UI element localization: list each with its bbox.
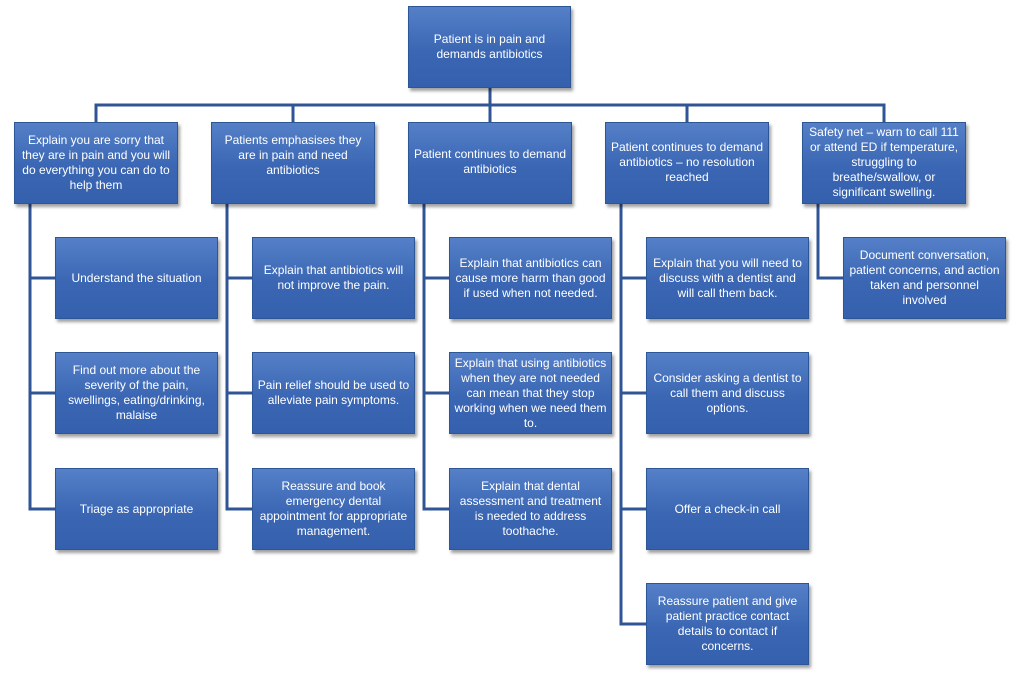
branch-4-heading: Patient continues to demand antibiotics … — [605, 122, 769, 204]
branch-2-heading: Patients emphasises they are in pain and… — [211, 122, 375, 204]
branch-4-step-2-text: Consider asking a dentist to call them a… — [653, 370, 802, 415]
branch-2-heading-text: Patients emphasises they are in pain and… — [224, 133, 362, 177]
branch-4-step-1: Explain that you will need to discuss wi… — [646, 237, 809, 319]
branch-1-heading-text: Explain you are sorry that they are in p… — [21, 133, 171, 192]
branch-3-step-2: Explain that using antibiotics when they… — [449, 352, 612, 434]
branch-2-step-2-text: Pain relief should be used to alleviate … — [257, 378, 410, 407]
branch-3-heading-text: Patient continues to demand antibiotics — [413, 147, 567, 176]
branch-4-step-3: Offer a check-in call — [646, 468, 809, 550]
branch-4-step-2: Consider asking a dentist to call them a… — [646, 352, 809, 434]
branch-4-step-4: Reassure patient and give patient practi… — [646, 583, 809, 665]
branch-1-heading: Explain you are sorry that they are in p… — [14, 122, 178, 204]
branch-2-step-1: Explain that antibiotics will not improv… — [252, 237, 415, 319]
root-node: Patient is in pain and demands antibioti… — [408, 6, 571, 88]
branch-1-step-2: Find out more about the severity of the … — [55, 352, 218, 434]
branch-3-step-3: Explain that dental assessment and treat… — [449, 468, 612, 550]
branch-4-step-3-text: Offer a check-in call — [674, 501, 781, 516]
branch-4-step-1-text: Explain that you will need to discuss wi… — [653, 255, 802, 300]
branch-3-heading: Patient continues to demand antibiotics — [408, 122, 572, 204]
branch-2-step-2: Pain relief should be used to alleviate … — [252, 352, 415, 434]
branch-4-heading-text: Patient continues to demand antibiotics … — [610, 140, 764, 184]
branch-1-step-3: Triage as appropriate — [55, 468, 218, 550]
branch-2-step-1-text: Explain that antibiotics will not improv… — [263, 263, 404, 292]
branch-5-step-1-text: Document conversation, patient concerns,… — [849, 248, 1000, 307]
branch-2-step-3-text: Reassure and book emergency dental appoi… — [259, 479, 408, 538]
branch-1-step-1: Understand the situation — [55, 237, 218, 319]
branch-5-heading: Safety net – warn to call 111 or attend … — [802, 122, 966, 204]
root-node-text: Patient is in pain and demands antibioti… — [433, 32, 546, 61]
branch-3-step-1-text: Explain that antibiotics can cause more … — [455, 255, 606, 300]
branch-5-step-1: Document conversation, patient concerns,… — [843, 237, 1006, 319]
branch-3-step-1: Explain that antibiotics can cause more … — [449, 237, 612, 319]
branch-1-step-3-text: Triage as appropriate — [79, 501, 194, 516]
branch-4-step-4-text: Reassure patient and give patient practi… — [657, 594, 798, 653]
branch-1-step-1-text: Understand the situation — [71, 270, 202, 285]
branch-3-step-3-text: Explain that dental assessment and treat… — [459, 479, 602, 538]
branch-3-step-2-text: Explain that using antibiotics when they… — [454, 355, 607, 430]
branch-1-step-2-text: Find out more about the severity of the … — [68, 363, 205, 422]
branch-5-heading-text: Safety net – warn to call 111 or attend … — [809, 125, 959, 199]
branch-2-step-3: Reassure and book emergency dental appoi… — [252, 468, 415, 550]
